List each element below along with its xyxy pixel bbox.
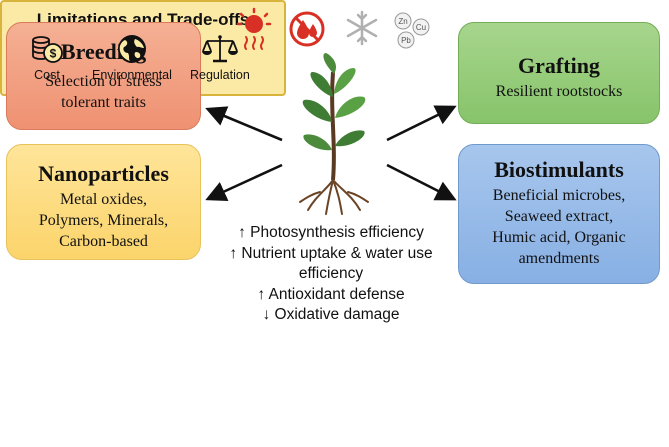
effect-line: ↑ Antioxidant defense <box>206 285 456 306</box>
biostimulants-box: Biostimulants Beneficial microbes, Seawe… <box>458 144 660 284</box>
arrow-to-grafting <box>387 108 452 140</box>
grafting-title: Grafting <box>459 53 659 79</box>
globe-icon <box>115 34 149 64</box>
grafting-desc-line: Resilient rootstocks <box>459 81 659 102</box>
effect-line: efficiency <box>206 264 456 285</box>
effect-line: ↓ Oxidative damage <box>206 305 456 326</box>
biostimulants-desc-line: Humic acid, Organic <box>459 227 659 248</box>
biostimulants-desc-line: Beneficial microbes, <box>459 185 659 206</box>
svg-text:$: $ <box>50 47 57 61</box>
limitation-label: Cost <box>30 68 64 82</box>
limitation-regulation: Regulation <box>190 34 250 82</box>
nanoparticles-title: Nanoparticles <box>7 161 200 187</box>
arrow-to-nanoparticles <box>210 165 282 198</box>
effect-line: ↑ Photosynthesis efficiency <box>206 223 456 244</box>
nanoparticles-desc-line: Carbon-based <box>7 231 200 252</box>
arrow-to-biostimulants <box>387 165 452 198</box>
effects-list: ↑ Photosynthesis efficiency ↑ Nutrient u… <box>206 223 456 326</box>
nanoparticles-desc-line: Metal oxides, <box>7 189 200 210</box>
nanoparticles-box: Nanoparticles Metal oxides, Polymers, Mi… <box>6 144 201 260</box>
grafting-box: Grafting Resilient rootstocks <box>458 22 660 124</box>
biostimulants-title: Biostimulants <box>459 157 659 183</box>
arrow-to-breeding <box>210 110 282 140</box>
limitation-environmental: Environmental <box>92 34 172 82</box>
limitation-cost: $ Cost <box>30 34 64 82</box>
limitation-label: Environmental <box>92 68 172 82</box>
biostimulants-desc-line: amendments <box>459 248 659 269</box>
scales-icon <box>202 34 238 64</box>
effect-line: ↑ Nutrient uptake & water use <box>206 244 456 265</box>
coins-icon: $ <box>30 34 64 64</box>
limitation-label: Regulation <box>190 68 250 82</box>
nanoparticles-desc-line: Polymers, Minerals, <box>7 210 200 231</box>
biostimulants-desc-line: Seaweed extract, <box>459 206 659 227</box>
breeding-desc-line: tolerant traits <box>7 92 200 113</box>
